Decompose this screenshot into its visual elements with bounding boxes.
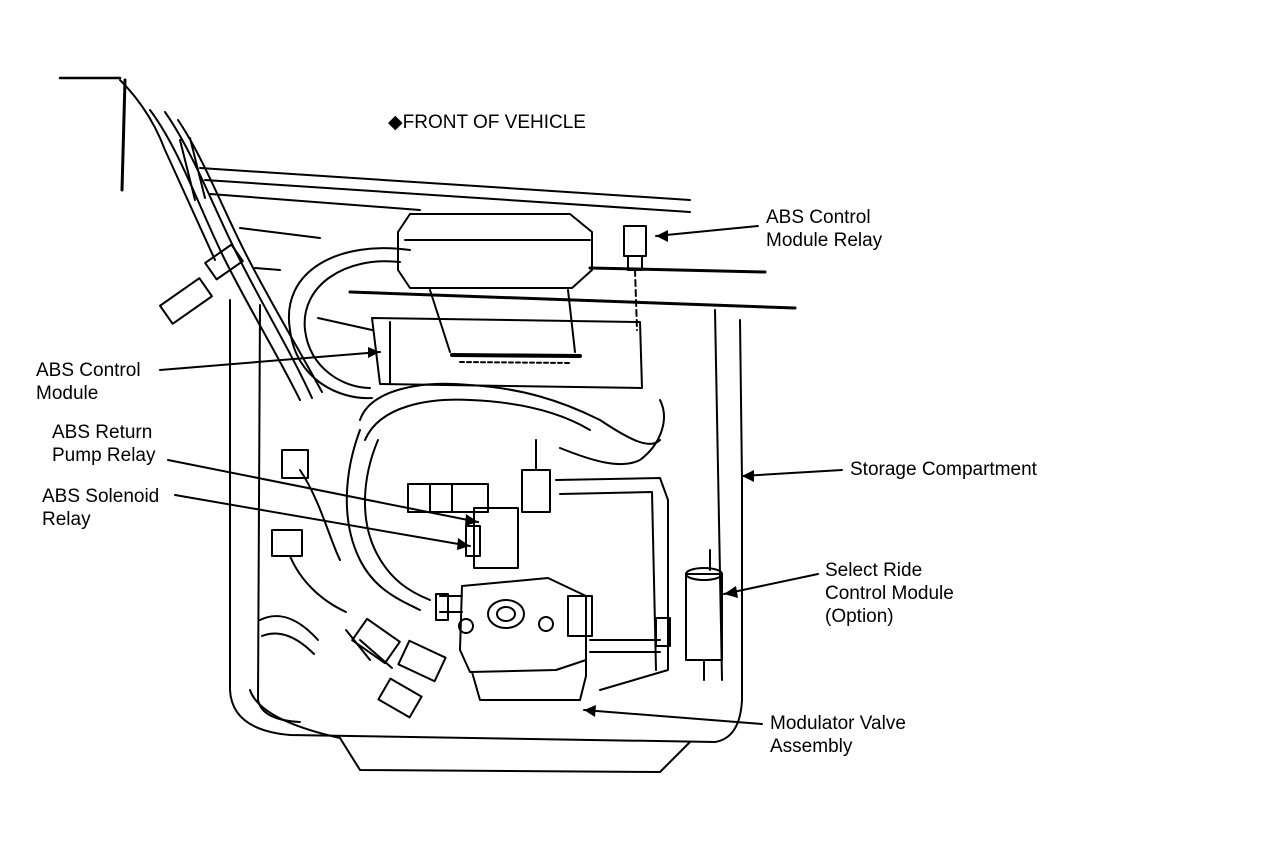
label-line: ABS Control xyxy=(36,360,141,381)
label-modulator-valve-assembly: Modulator Valve Assembly xyxy=(770,712,906,758)
label-line: ABS Return xyxy=(52,422,153,443)
select-ride-module-part xyxy=(656,550,722,680)
label-abs-return-pump-relay: ABS Return Pump Relay xyxy=(52,421,156,467)
label-line: (Option) xyxy=(825,606,894,627)
label-storage-compartment: Storage Compartment xyxy=(850,458,1037,481)
label-line: ABS Solenoid xyxy=(42,486,160,507)
front-marker-icon: ◆ xyxy=(388,112,403,133)
label-line: Assembly xyxy=(770,736,853,757)
leader-abs-control-module xyxy=(160,352,380,370)
label-line: Storage Compartment xyxy=(850,459,1037,480)
label-abs-control-module: ABS Control Module xyxy=(36,359,141,405)
leader-modulator-valve-assembly xyxy=(584,710,762,724)
label-line: Relay xyxy=(42,509,91,530)
lower-connectors xyxy=(260,450,446,717)
relay-stack xyxy=(408,440,550,568)
label-line: Control Module xyxy=(825,583,954,604)
label-select-ride-control-module: Select Ride Control Module (Option) xyxy=(825,559,954,628)
front-of-vehicle-heading: ◆FRONT OF VEHICLE xyxy=(388,111,586,134)
leader-select-ride-control-module xyxy=(724,574,818,594)
label-line: Select Ride xyxy=(825,560,923,581)
coiled-harness xyxy=(289,248,664,610)
leader-abs-solenoid-relay xyxy=(175,495,470,546)
front-of-vehicle-text: FRONT OF VEHICLE xyxy=(402,112,586,133)
leader-storage-compartment xyxy=(742,470,842,476)
leader-lines xyxy=(160,226,842,724)
leader-arrowheads xyxy=(368,230,754,717)
abs-control-module-relay-part xyxy=(624,226,646,330)
label-line: Modulator Valve xyxy=(770,713,906,734)
abs-control-module-part xyxy=(318,214,642,388)
wiring-harness-left xyxy=(150,110,322,400)
modulator-valve-part xyxy=(436,478,668,700)
storage-compartment-outline xyxy=(230,300,742,772)
label-line: ABS Control xyxy=(766,207,871,228)
label-abs-solenoid-relay: ABS Solenoid Relay xyxy=(42,485,159,531)
label-line: Module xyxy=(36,383,99,404)
vehicle-body-lines xyxy=(60,78,795,308)
leader-abs-control-module-relay xyxy=(656,226,758,236)
label-line: Pump Relay xyxy=(52,445,156,466)
label-line: Module Relay xyxy=(766,230,883,251)
label-abs-control-module-relay: ABS Control Module Relay xyxy=(766,206,882,252)
leader-abs-return-pump-relay xyxy=(168,460,478,522)
